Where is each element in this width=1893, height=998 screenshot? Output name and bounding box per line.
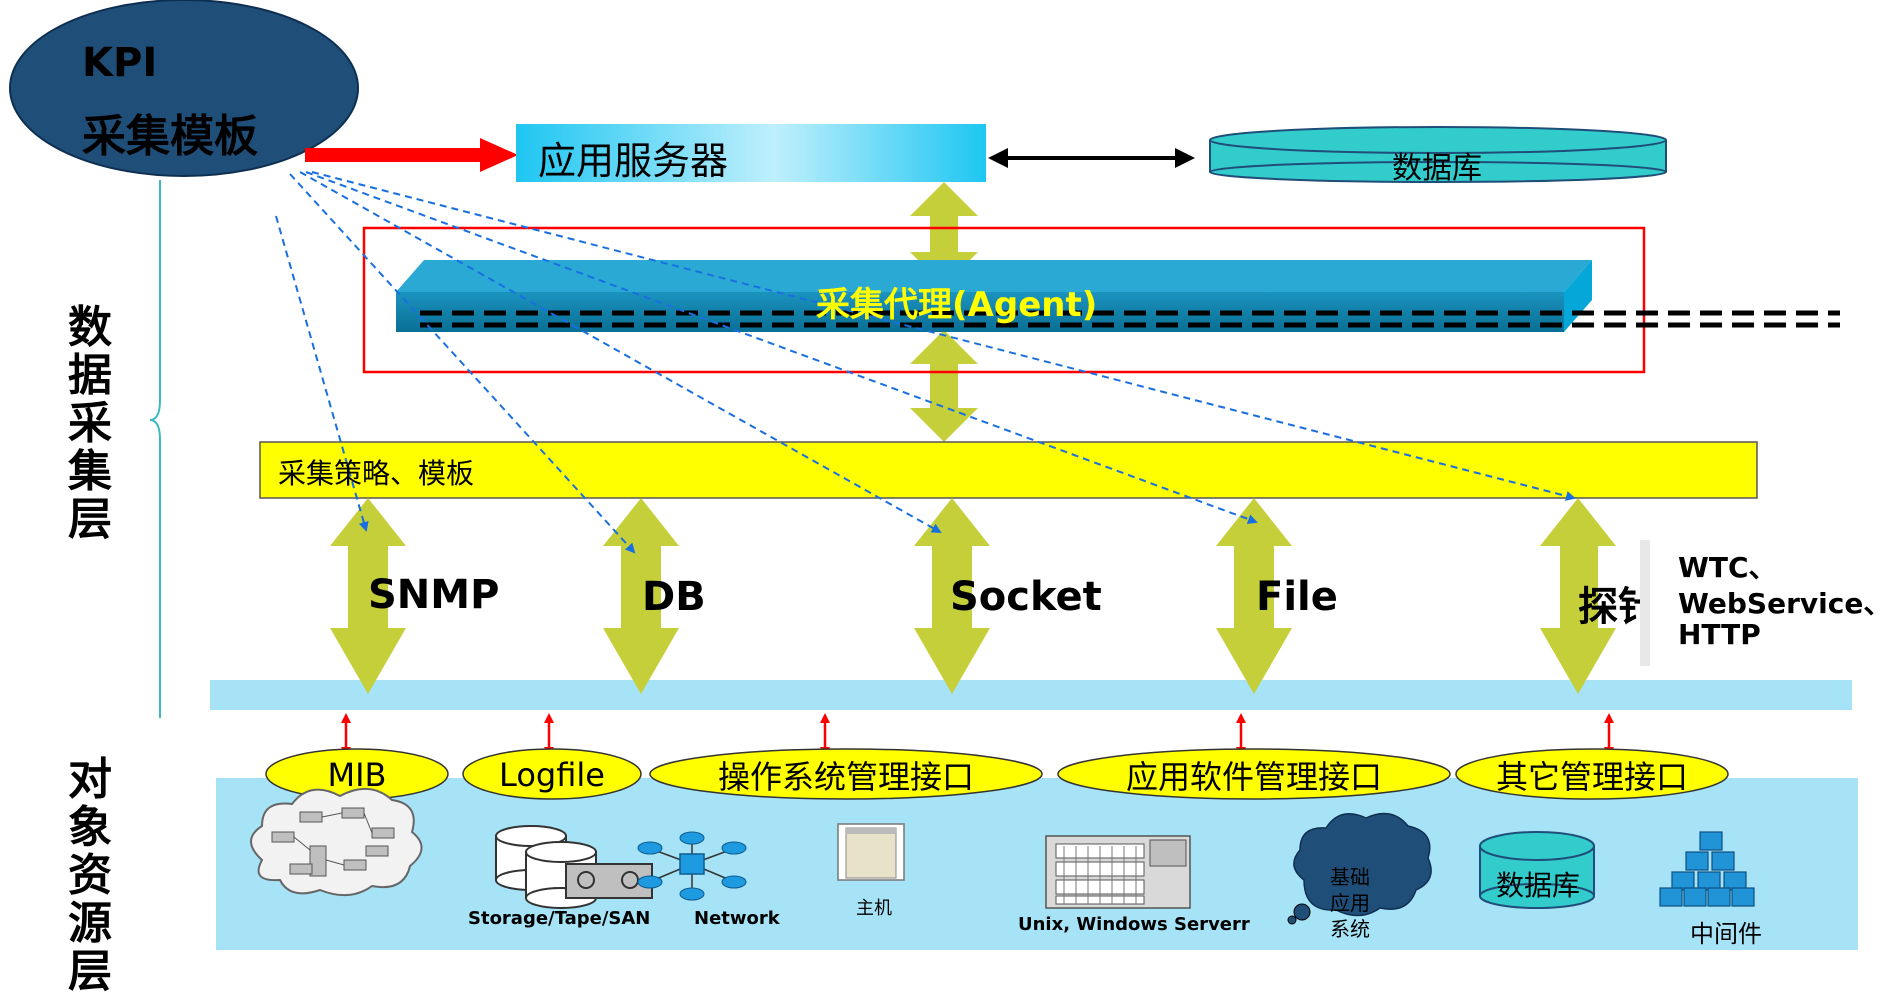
kpi-title-line2: 采集模板 [82,111,258,162]
probe-note-box [1640,540,1893,666]
black-double-arrow [988,148,1195,168]
strategy-bar [259,441,1758,499]
protocol-label-socket: Socket [950,574,1102,620]
protocol-arrows [330,498,1616,694]
layer-label-resource: 对象资源层 [68,754,112,997]
snmp-arrow [330,498,406,694]
interface-label-mib: MIB [327,756,387,794]
protocol-label-file: File [1256,574,1338,620]
kpi-template-ellipse [9,0,359,177]
app-server-label: 应用服务器 [538,139,729,183]
database-bottom-icon [1479,831,1595,909]
protocol-label-db: DB [642,574,706,620]
red-small-arrows [341,713,1614,757]
probe-note-line2: WebService、 [1678,587,1892,620]
layer-label-collection: 数据采集层 [68,302,112,545]
layer-bracket [149,180,161,718]
app-server-box [516,124,986,182]
middleware-cubes-icon [1659,831,1755,907]
interface-ellipses [265,748,1729,800]
connector-bar [210,680,1852,710]
agent-label: 采集代理(Agent) [816,285,1098,325]
resource-label-database: 数据库 [1496,869,1581,902]
interface-label-os: 操作系统管理接口 [717,758,974,796]
resource-label-base-app: 基础应用系统 [1330,865,1370,941]
probe-arrow [1540,498,1616,694]
probe-note-line3: HTTP [1678,618,1761,651]
protocol-label-snmp: SNMP [368,572,500,618]
network-topology-icon [637,831,747,901]
resource-label-network: Network [694,908,780,929]
resource-label-host: 主机 [856,898,892,919]
database-top-label: 数据库 [1392,151,1482,186]
server-rack-icon [1045,835,1191,909]
red-arrow-to-app-server [305,138,518,172]
protocol-label-probe: 探针 [1578,584,1640,630]
host-server-icon [837,823,905,881]
dashed-blue-arrows [275,171,1576,554]
file-arrow [1216,498,1292,694]
olive-arrow-agent-strategy [910,330,978,442]
interface-label-other: 其它管理接口 [1495,758,1688,796]
interface-label-app-software: 应用软件管理接口 [1125,758,1382,796]
probe-note-line1: WTC、 [1678,551,1777,584]
strategy-bar-label: 采集策略、模板 [278,457,475,490]
interface-label-logfile: Logfile [499,756,605,794]
database-top-cylinder [1209,126,1667,183]
base-app-cloud-icon [1287,812,1432,925]
agent-dashed-line [420,310,1840,328]
network-cloud-icon [250,788,423,897]
resource-label-middleware: 中间件 [1690,920,1762,948]
resource-label-servers: Unix, Windows Serverr [1018,914,1250,935]
db-arrow [603,498,679,694]
socket-arrow [914,498,990,694]
resource-label-storage: Storage/Tape/SAN [468,908,651,929]
kpi-title-line1: KPI [82,40,158,86]
agent-highlight-frame [362,226,1646,374]
